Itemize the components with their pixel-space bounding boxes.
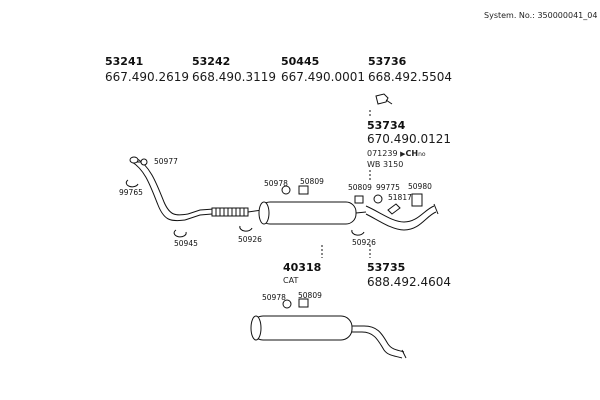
play-arrow-icon: ▶ [400, 150, 406, 158]
callout-50945: 50945 [174, 239, 198, 248]
country-badge: CH [405, 149, 419, 158]
clamp-50978-lower [282, 299, 292, 309]
reference-number-4: 668.492.5504 [368, 70, 452, 84]
clamp-50926-left [239, 225, 253, 232]
callout-99775: 99775 [376, 183, 400, 192]
callout-50809-upper: 50809 [300, 177, 324, 186]
callout-50977: 50977 [154, 157, 178, 166]
wheelbase-note: WB 3150 [367, 160, 404, 169]
part-number-1: 53241 [105, 55, 144, 68]
callout-50809-right: 50809 [348, 183, 372, 192]
callout-50926-right: 50926 [352, 238, 376, 247]
tailpipe-end-piece [375, 93, 393, 105]
callout-50978-lower: 50978 [262, 293, 286, 302]
clamp-99765 [125, 179, 139, 188]
clamp-50809-upper [298, 185, 309, 195]
callout-50926-left: 50926 [238, 235, 262, 244]
clamp-50945 [173, 229, 187, 238]
front-pipe-reference: 688.492.4604 [367, 275, 451, 289]
part-number-4: 53736 [368, 55, 407, 68]
tailpipe-part-number: 53734 [367, 119, 406, 132]
tailpipe-reference: 670.490.0121 [367, 132, 451, 146]
reference-number-1: 667.490.2619 [105, 70, 189, 84]
callout-50980: 50980 [408, 182, 432, 191]
hanger-50980 [411, 193, 423, 207]
callout-51817: 51817 [388, 193, 412, 202]
clamp-99775 [373, 194, 383, 204]
clamp-50926-right [351, 229, 365, 236]
clamp-50809-right [354, 195, 364, 204]
callout-50978-upper: 50978 [264, 179, 288, 188]
front-pipe-part-number: 53735 [367, 261, 406, 274]
rear-pipe [365, 203, 439, 231]
clamp-50978-upper [281, 185, 291, 195]
center-muffler [247, 201, 367, 225]
catalyst-label: CAT [283, 276, 299, 285]
country-suffix: no [418, 151, 426, 158]
callout-50809-lower: 50809 [298, 291, 322, 300]
vehicle-note: 071239 ▶CHno [367, 150, 426, 158]
reference-number-3: 667.490.0001 [281, 70, 365, 84]
hanger-51817 [387, 203, 401, 215]
catalyst-part-number: 40318 [283, 261, 322, 274]
vehicle-note-code: 071239 [367, 149, 398, 158]
system-number: System. No.: 350000041_04 [484, 11, 598, 20]
front-downpipe [129, 156, 215, 222]
part-number-2: 53242 [192, 55, 231, 68]
callout-99765: 99765 [119, 188, 143, 197]
reference-number-2: 668.490.3119 [192, 70, 276, 84]
flex-pipe [211, 207, 249, 217]
lower-muffler [250, 315, 407, 359]
part-number-3: 50445 [281, 55, 320, 68]
clamp-50977 [137, 158, 148, 166]
clamp-50809-lower [298, 298, 309, 308]
